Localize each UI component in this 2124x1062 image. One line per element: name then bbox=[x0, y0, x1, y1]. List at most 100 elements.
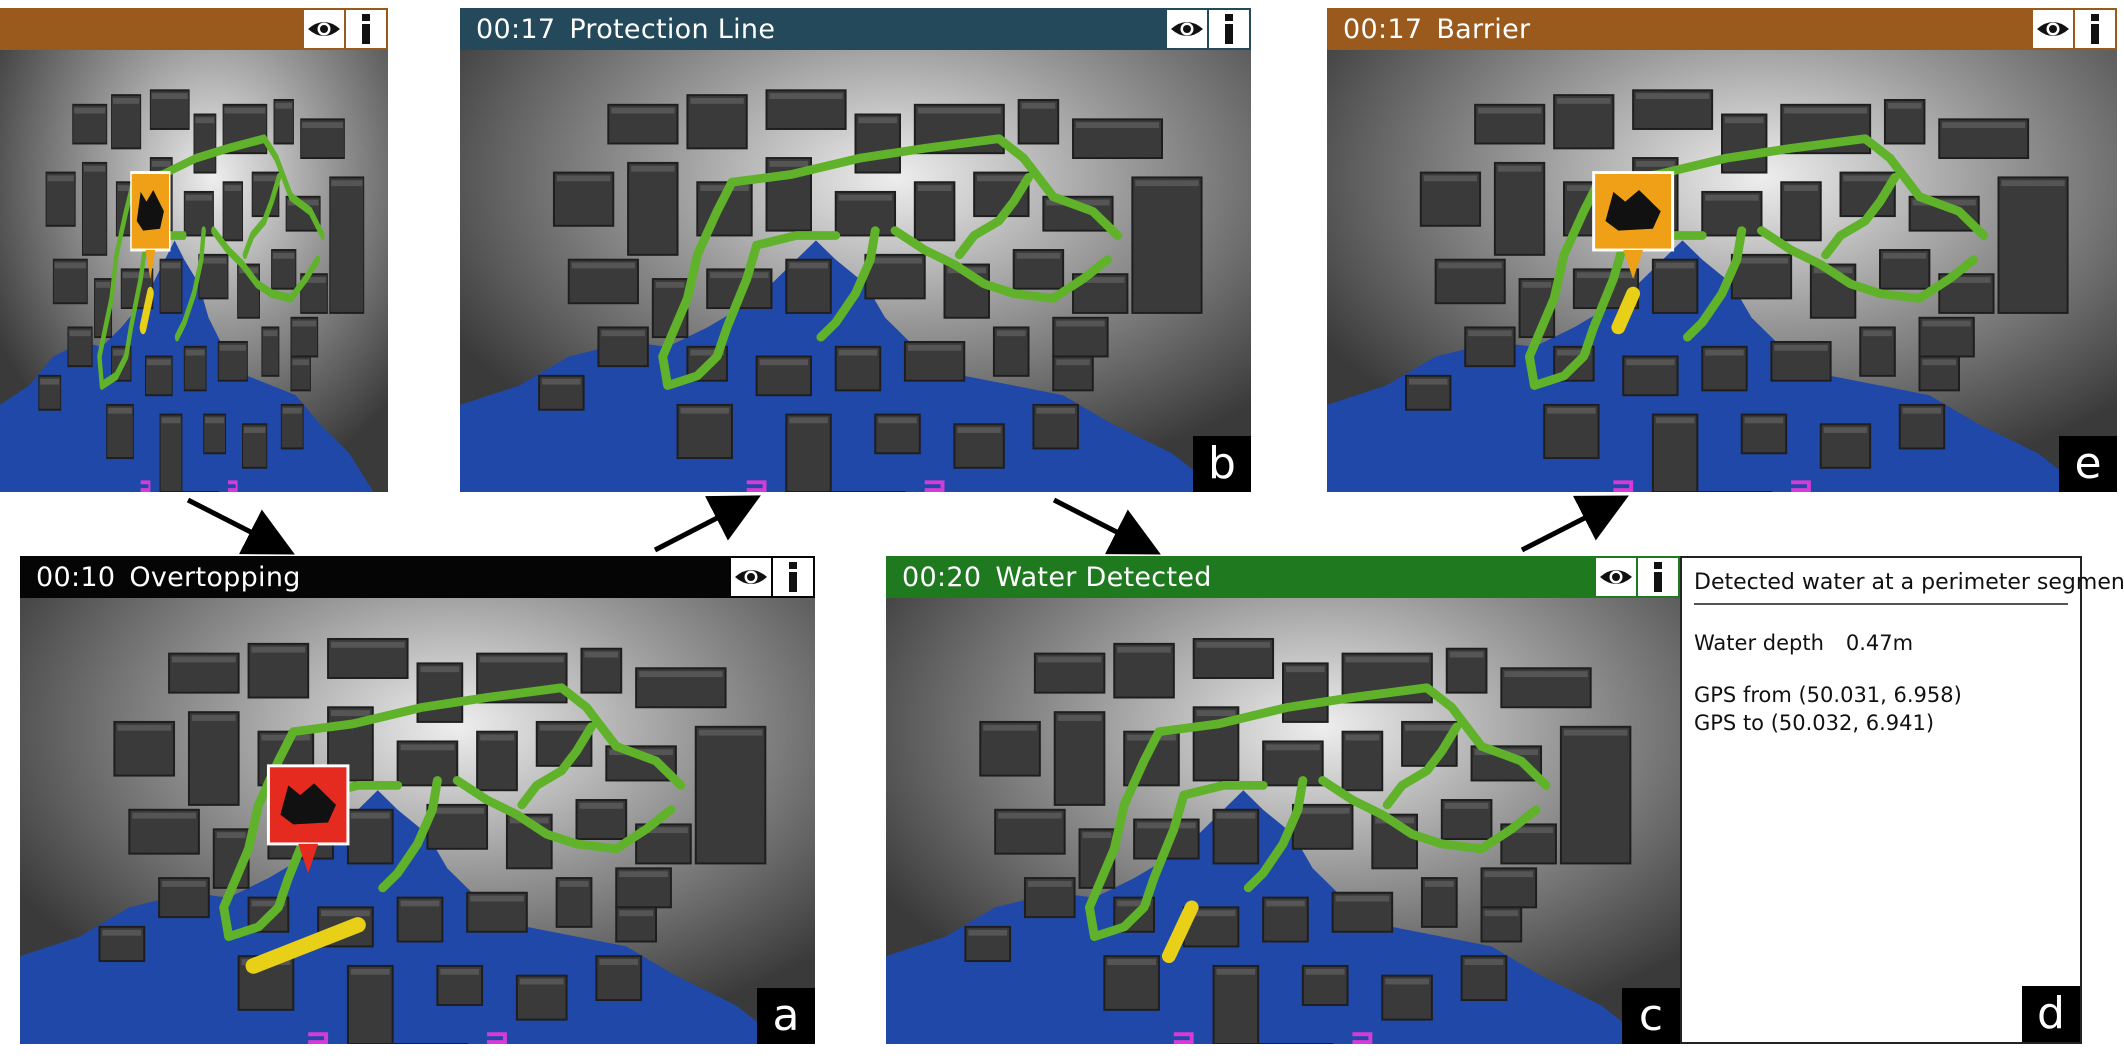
building bbox=[203, 413, 227, 455]
building-top bbox=[1504, 827, 1553, 834]
info-icon[interactable] bbox=[2075, 10, 2115, 48]
building bbox=[1721, 113, 1768, 174]
building-top bbox=[331, 641, 405, 648]
map-view[interactable] bbox=[1327, 8, 2117, 492]
building-top bbox=[1563, 729, 1628, 736]
sensor-marker bbox=[1613, 480, 1634, 492]
water-depth-value: 0.47m bbox=[1845, 631, 1914, 655]
map-view[interactable] bbox=[20, 556, 815, 1044]
arrow-to-a bbox=[186, 497, 295, 555]
building bbox=[854, 113, 901, 174]
eye-icon[interactable] bbox=[2033, 10, 2073, 48]
panel-title: 00:10 Overtopping bbox=[20, 562, 731, 593]
building-top bbox=[185, 194, 212, 201]
building bbox=[416, 662, 464, 723]
map-view[interactable] bbox=[460, 8, 1251, 492]
building-top bbox=[1882, 252, 1927, 259]
building bbox=[346, 964, 394, 1044]
building-top bbox=[224, 185, 242, 191]
building bbox=[261, 326, 280, 377]
info-icon[interactable] bbox=[346, 10, 386, 48]
panel-title-text: Overtopping bbox=[129, 561, 301, 593]
building bbox=[1131, 176, 1203, 314]
panel-letter: a bbox=[757, 988, 815, 1044]
building-top bbox=[1705, 194, 1759, 201]
building-top bbox=[1497, 165, 1542, 172]
building-top bbox=[1266, 900, 1305, 907]
map-view[interactable] bbox=[886, 556, 1680, 1044]
building-top bbox=[1522, 281, 1552, 288]
building-top bbox=[292, 359, 309, 366]
building bbox=[676, 403, 733, 460]
building-top bbox=[1504, 671, 1588, 678]
building bbox=[1780, 181, 1822, 242]
sensor-marker bbox=[924, 480, 945, 492]
building-top bbox=[263, 330, 278, 337]
building bbox=[694, 725, 767, 865]
building-top bbox=[117, 724, 172, 731]
building-top bbox=[302, 122, 343, 129]
building-top bbox=[1137, 822, 1196, 829]
sensor-marker bbox=[1791, 480, 1811, 492]
panel-header: 00:10 Overtopping bbox=[20, 556, 815, 598]
building bbox=[280, 403, 304, 450]
building-top bbox=[858, 117, 898, 124]
building-top bbox=[292, 320, 317, 327]
building-top bbox=[619, 910, 654, 917]
building-top bbox=[151, 93, 188, 99]
building-top bbox=[1082, 832, 1112, 839]
eye-icon[interactable] bbox=[1596, 558, 1636, 596]
building-top bbox=[698, 729, 763, 736]
building bbox=[1113, 642, 1175, 699]
building-top bbox=[480, 734, 514, 741]
eye-icon[interactable] bbox=[1167, 10, 1207, 48]
flood-alert-icon bbox=[280, 783, 337, 825]
building-top bbox=[1135, 180, 1199, 187]
info-icon[interactable] bbox=[1638, 558, 1678, 596]
building-top bbox=[1744, 417, 1784, 424]
building-top bbox=[584, 651, 619, 658]
building-top bbox=[1037, 656, 1102, 663]
panel-top-left[interactable] bbox=[0, 8, 388, 492]
building bbox=[183, 345, 207, 392]
building-top bbox=[710, 272, 769, 279]
panel-time: 00:10 bbox=[36, 561, 116, 593]
building-top bbox=[205, 417, 225, 424]
building-top bbox=[690, 98, 744, 104]
eye-icon[interactable] bbox=[304, 10, 344, 48]
info-icon[interactable] bbox=[773, 558, 813, 596]
building-top bbox=[1863, 330, 1892, 337]
building-top bbox=[1423, 175, 1478, 182]
building-top bbox=[907, 344, 962, 351]
building bbox=[1997, 176, 2069, 314]
panel-time: 00:20 bbox=[902, 561, 982, 593]
building-top bbox=[1464, 959, 1504, 965]
building-top bbox=[1117, 900, 1151, 907]
building-top bbox=[282, 407, 302, 414]
info-icon[interactable] bbox=[1209, 10, 1249, 48]
eye-icon[interactable] bbox=[731, 558, 771, 596]
map-view[interactable] bbox=[0, 8, 388, 492]
building-top bbox=[1557, 349, 1591, 356]
building-top bbox=[1438, 262, 1502, 269]
building bbox=[111, 94, 142, 150]
panel-letter: c bbox=[1622, 988, 1680, 1044]
panel-a[interactable]: 00:10 Overtopping a bbox=[20, 556, 815, 1044]
building-top bbox=[1705, 349, 1744, 356]
building bbox=[785, 258, 832, 314]
arrow-b-to-c bbox=[1052, 497, 1161, 555]
building-top bbox=[1057, 715, 1102, 721]
building-top bbox=[47, 175, 74, 182]
gps-to: GPS to (50.032, 6.941) bbox=[1694, 711, 1935, 735]
perimeter-line bbox=[219, 683, 686, 942]
building-top bbox=[185, 349, 205, 356]
building-top bbox=[1823, 427, 1868, 433]
building-top bbox=[480, 656, 564, 663]
perimeter-line bbox=[97, 134, 325, 390]
